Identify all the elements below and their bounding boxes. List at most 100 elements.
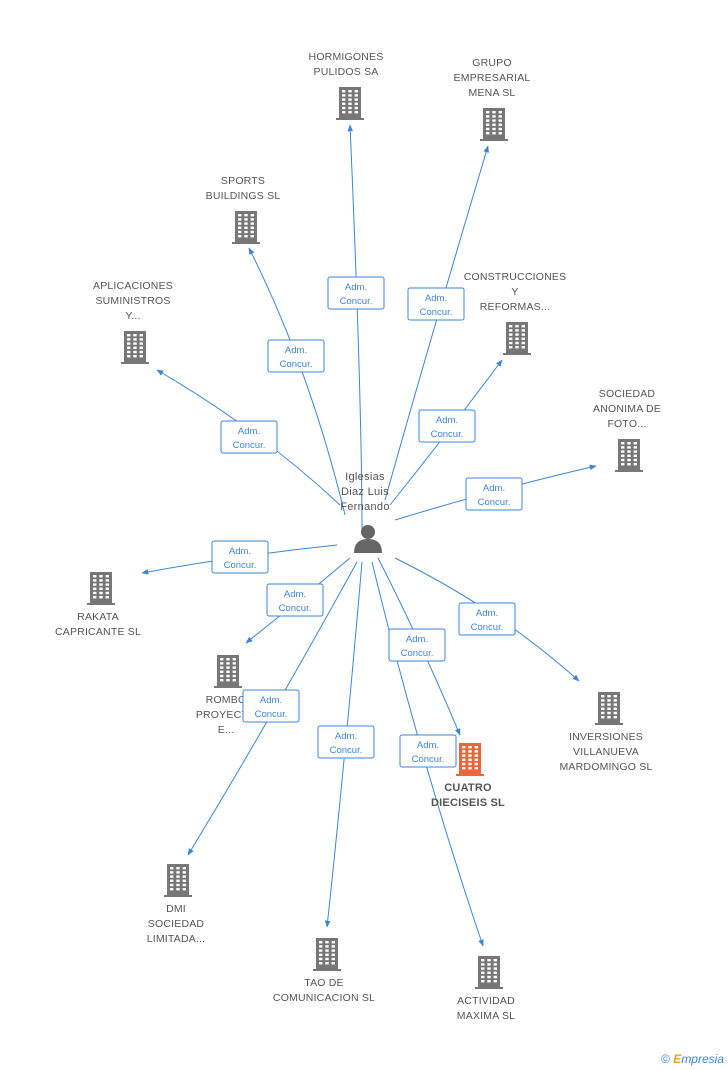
building-icon-construcciones[interactable] <box>503 322 531 355</box>
company-label-line: LIMITADA... <box>147 933 206 945</box>
building-icon-sports[interactable] <box>232 211 260 244</box>
role-badge-line: Adm. <box>476 608 498 619</box>
company-label-line: EMPRESARIAL <box>454 72 531 84</box>
role-badge-sports[interactable]: Adm.Concur. <box>267 339 325 373</box>
footer-brand[interactable]: © Empresia <box>661 1052 724 1066</box>
company-label-cuatro[interactable]: CUATRO DIECISEIS SL <box>431 782 505 809</box>
company-label-line: SOCIEDAD <box>599 388 656 400</box>
company-label-line: REFORMAS... <box>480 301 550 313</box>
role-badge-line: Adm. <box>425 293 447 304</box>
company-label-line: ANONIMA DE <box>593 403 661 415</box>
company-label-line: RAKATA <box>77 611 119 623</box>
role-badge-text: Adm. Concur. <box>224 546 257 571</box>
edge-grupo <box>384 145 489 501</box>
company-label-line: SUMINISTROS <box>95 295 170 307</box>
role-badge-rakata[interactable]: Adm. Concur. <box>211 540 269 574</box>
role-badge-line: Concur. <box>255 709 288 720</box>
building-icon-actividad[interactable] <box>475 956 503 989</box>
role-badge-line: Adm. <box>238 426 260 437</box>
company-label-line: CONSTRUCCIONES <box>464 271 567 283</box>
role-badge-hormigones[interactable]: Adm.Concur. <box>327 276 385 310</box>
role-badge-text: Adm. Concur. <box>478 483 511 508</box>
company-label-line: DIECISEIS SL <box>431 797 505 809</box>
role-badge-line: Adm. <box>483 483 505 494</box>
company-label-line: SOCIEDAD <box>148 918 205 930</box>
role-badge-line: Adm. <box>417 740 439 751</box>
company-label-line: VILLANUEVA <box>573 746 639 758</box>
company-label-grupo[interactable]: GRUPO EMPRESARIAL MENA SL <box>454 57 531 99</box>
role-badge-tao[interactable]: Adm. Concur. <box>317 725 375 759</box>
role-badge-grupo[interactable]: Adm.Concur. <box>407 287 465 321</box>
role-badge-text: Adm. Concur. <box>471 608 504 633</box>
company-label-line: PULIDOS SA <box>313 66 378 78</box>
role-badge-line: Concur. <box>471 622 504 633</box>
company-label-line: CUATRO <box>444 782 492 794</box>
building-icon-aplicaciones[interactable] <box>121 331 149 364</box>
company-label-sociedad[interactable]: SOCIEDAD ANONIMA DE FOTO... <box>593 388 661 430</box>
role-badge-line: Concur. <box>330 745 363 756</box>
building-icon-inversiones[interactable] <box>595 692 623 725</box>
company-label-construcciones[interactable]: CONSTRUCCIONES Y REFORMAS... <box>464 271 567 313</box>
role-badge-text: Adm.Concur. <box>340 282 373 307</box>
building-icon-hormigones[interactable] <box>336 87 364 120</box>
role-badge-line: Concur. <box>431 429 464 440</box>
building-icon-sociedad[interactable] <box>615 439 643 472</box>
role-badge-line: Concur. <box>279 603 312 614</box>
copyright-symbol: © <box>661 1052 670 1066</box>
role-badge-sociedad[interactable]: Adm. Concur. <box>465 477 523 511</box>
company-label-line: GRUPO <box>472 57 512 69</box>
role-badge-line: Adm. <box>285 345 307 356</box>
role-badge-line: Adm. <box>335 731 357 742</box>
person-name-line: Fernando <box>340 501 390 513</box>
role-badge-text: Adm. Concur. <box>255 695 288 720</box>
role-badge-line: Adm. <box>436 415 458 426</box>
company-label-line: COMUNICACION SL <box>273 992 375 1004</box>
role-badge-text: Adm.Concur. <box>233 426 266 451</box>
building-icon-dmi[interactable] <box>164 864 192 897</box>
building-icon-rombo[interactable] <box>214 655 242 688</box>
role-badge-cuatro[interactable]: Adm. Concur. <box>388 628 446 662</box>
company-label-line: FOTO... <box>607 418 646 430</box>
role-badge-actividad[interactable]: Adm. Concur. <box>399 734 457 768</box>
building-icon-grupo[interactable] <box>480 108 508 141</box>
role-badge-line: Concur. <box>224 560 257 571</box>
edge-hormigones <box>347 124 363 536</box>
company-label-line: MENA SL <box>469 87 516 99</box>
company-label-line: ROMBO <box>206 694 247 706</box>
role-badge-text: Adm. Concur. <box>330 731 363 756</box>
role-badge-rombo[interactable]: Adm.Concur. <box>266 583 324 617</box>
role-badge-line: Adm. <box>260 695 282 706</box>
building-icon-tao[interactable] <box>313 938 341 971</box>
company-label-line: SPORTS <box>221 175 265 187</box>
building-icon-rakata[interactable] <box>87 572 115 605</box>
role-badge-aplicaciones[interactable]: Adm.Concur. <box>220 420 278 454</box>
role-badge-line: Concur. <box>412 754 445 765</box>
company-label-line: Y... <box>125 310 140 322</box>
building-icon-cuatro[interactable] <box>456 743 484 776</box>
role-badge-line: Adm. <box>229 546 251 557</box>
role-badge-line: Concur. <box>478 497 511 508</box>
company-label-line: ACTIVIDAD <box>457 995 515 1007</box>
brand-initial: E <box>673 1052 682 1066</box>
person-name-line: Iglesias <box>345 471 385 483</box>
role-badge-inversiones[interactable]: Adm. Concur. <box>458 602 516 636</box>
company-label-line: Y <box>511 286 518 298</box>
role-badge-line: Adm. <box>406 634 428 645</box>
person-icon[interactable] <box>354 525 382 553</box>
role-badge-construcciones[interactable]: Adm. Concur. <box>418 409 476 443</box>
role-badge-text: Adm.Concur. <box>280 345 313 370</box>
role-badge-dmi[interactable]: Adm. Concur. <box>242 689 300 723</box>
role-badge-line: Concur. <box>401 648 434 659</box>
